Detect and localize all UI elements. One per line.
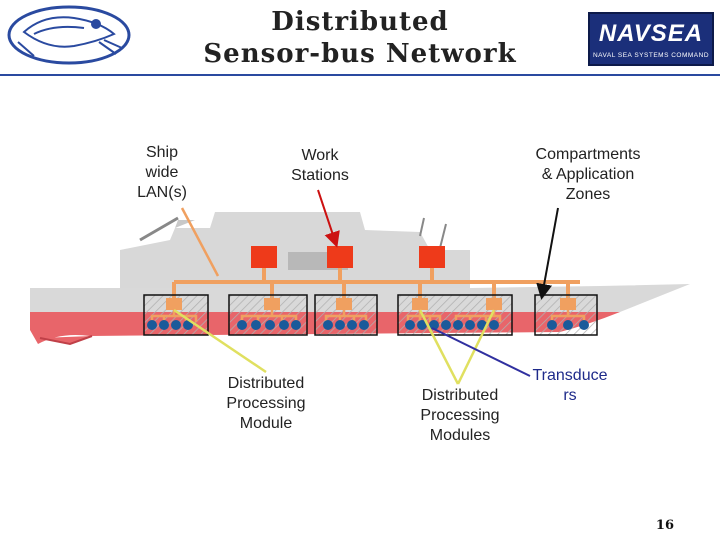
label-work-stations: Work Stations: [291, 147, 349, 184]
transducer: [159, 320, 169, 330]
transducer: [291, 320, 301, 330]
transducer: [359, 320, 369, 330]
navsea-logo-subtext: NAVAL SEA SYSTEMS COMMAND: [592, 52, 710, 59]
transducer: [279, 320, 289, 330]
title-divider: [0, 74, 720, 76]
label-dpm-plural: Distributed Processing Modules: [420, 387, 500, 444]
work-station: [419, 246, 445, 268]
work-station: [251, 246, 277, 268]
pointer-work-stations: [317, 189, 340, 248]
pointer-dpm-plural-2: [456, 309, 496, 385]
page-number: 16: [655, 518, 674, 533]
transducer: [441, 320, 451, 330]
label-compartments: Compartments & Application Zones: [535, 146, 641, 203]
ship-superstructure: [120, 212, 470, 290]
transducer: [563, 320, 573, 330]
transducer: [171, 320, 181, 330]
transducer: [429, 320, 439, 330]
page-title-line-1: Distributed: [271, 7, 449, 37]
emblem-logo-icon: [7, 5, 131, 65]
transducer: [579, 320, 589, 330]
transducer: [237, 320, 247, 330]
processing-module: [560, 298, 576, 310]
transducer: [335, 320, 345, 330]
transducer: [489, 320, 499, 330]
pointer-ship-lan: [180, 207, 220, 277]
page-title-line-2: Sensor-bus Network: [203, 39, 517, 69]
processing-module: [412, 298, 428, 310]
work-station: [327, 246, 353, 268]
processing-module: [336, 298, 352, 310]
transducer: [453, 320, 463, 330]
transducers: [147, 320, 589, 330]
pointer-dpm-plural-1: [418, 309, 460, 385]
processing-module: [486, 298, 502, 310]
transducer: [465, 320, 475, 330]
pointer-transducers: [431, 327, 531, 377]
transducer: [347, 320, 357, 330]
transducer: [417, 320, 427, 330]
navsea-logo: NAVSEA NAVAL SEA SYSTEMS COMMAND: [588, 12, 714, 66]
transducer: [251, 320, 261, 330]
label-ship-lan: Ship wide LAN(s): [137, 144, 187, 201]
transducer: [405, 320, 415, 330]
transducer: [323, 320, 333, 330]
transducer: [547, 320, 557, 330]
label-dpm-single: Distributed Processing Module: [226, 375, 306, 432]
processing-module: [166, 298, 182, 310]
processing-module: [264, 298, 280, 310]
transducer: [147, 320, 157, 330]
label-transducers: Transduce rs: [532, 367, 608, 404]
pointer-compartments: [536, 207, 559, 300]
pointer-dpm-single: [173, 308, 267, 374]
transducer: [265, 320, 275, 330]
navsea-logo-text: NAVSEA: [598, 20, 704, 47]
processing-modules: [166, 298, 576, 310]
